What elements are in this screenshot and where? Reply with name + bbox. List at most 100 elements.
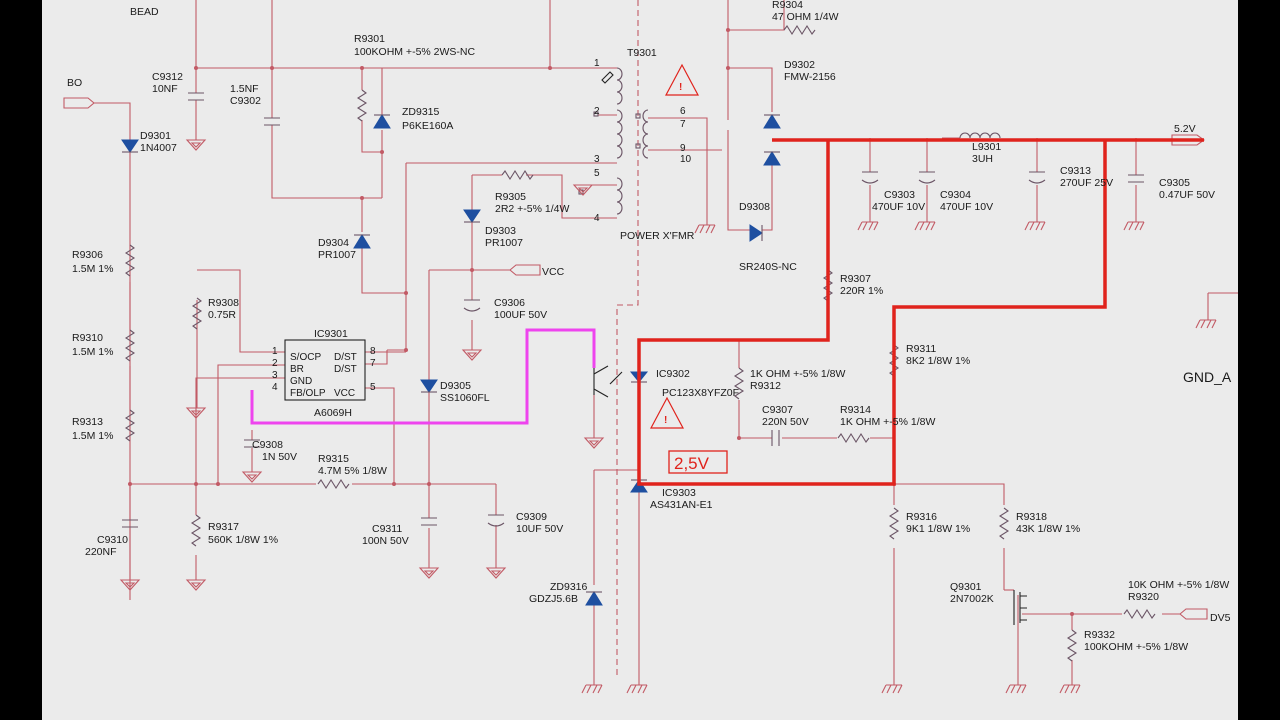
svg-text:9: 9 <box>680 143 686 154</box>
c9309-value: 10UF 50V <box>516 523 563 535</box>
r9318-value: 43K 1/8W 1% <box>1016 523 1080 535</box>
r9332-symbol <box>1067 629 1077 662</box>
r9301-symbol <box>357 89 367 122</box>
ic9301-ref: IC9301 <box>314 328 348 340</box>
d9301-ref: D9301 <box>140 130 171 142</box>
svg-text:4: 4 <box>594 213 600 224</box>
ic-pin-labels: S/OCP BR GND FB/OLP D/ST D/ST VCC 1 2 3 … <box>272 346 376 399</box>
c9313-value: 270UF 25V <box>1060 177 1113 189</box>
d9308-ref: D9308 <box>739 201 770 213</box>
xfmr-pin-labels: 1 2 3 5 4 6 7 9 10 <box>594 58 692 224</box>
d9302-ref: D9302 <box>784 59 815 71</box>
l9301-symbol <box>959 132 1001 139</box>
c9312-value: 10NF <box>152 83 178 95</box>
r9316-symbol <box>889 507 899 540</box>
svg-text:VCC: VCC <box>334 388 355 399</box>
r9301-ref: R9301 <box>354 33 385 45</box>
r9315-ref: R9315 <box>318 453 349 465</box>
c9312-ref: C9312 <box>152 71 183 83</box>
dv5-label: DV5 <box>1210 612 1231 624</box>
d9303-value: PR1007 <box>485 237 523 249</box>
svg-text:5: 5 <box>594 168 600 179</box>
r9312-ref: R9312 <box>750 380 781 392</box>
diodes <box>121 114 781 606</box>
zd9315-value: P6KE160A <box>402 120 453 132</box>
zd9316-ref: ZD9316 <box>550 581 588 593</box>
vcc-label: VCC <box>542 266 565 278</box>
q9301-ref: Q9301 <box>950 581 982 593</box>
ic9301-body <box>284 339 366 401</box>
r9315-value: 4.7M 5% 1/8W <box>318 465 387 477</box>
r9314-ref: R9314 <box>840 404 871 416</box>
svg-text:4: 4 <box>272 382 278 393</box>
c9303-ref: C9303 <box>884 189 915 201</box>
c9310-ref: C9310 <box>97 534 128 546</box>
fb-path-highlight <box>250 328 596 425</box>
t9301-ref: T9301 <box>627 47 657 59</box>
svg-text:1: 1 <box>594 58 600 69</box>
r9312-value: 1K OHM +-5% 1/8W <box>750 368 845 380</box>
svg-text:1: 1 <box>272 346 278 357</box>
r9314-symbol <box>837 433 870 443</box>
voltage-box <box>668 450 728 474</box>
gnd-a-label: GND_A <box>1183 369 1232 385</box>
net-labels: BEAD BO VCC 5.2V GND_A DV5 POWER X'FMR 2… <box>67 6 1232 624</box>
c9313-ref: C9313 <box>1060 165 1091 177</box>
svg-text:8: 8 <box>370 346 376 357</box>
c9309-ref: C9309 <box>516 511 547 523</box>
r9301-value: 100KOHM +-5% 2WS-NC <box>354 46 475 58</box>
ic9302-ref: IC9302 <box>656 368 690 380</box>
c9304-value: 470UF 10V <box>940 201 993 213</box>
d9301-value: 1N4007 <box>140 142 177 154</box>
c9304-ref: C9304 <box>940 189 971 201</box>
r9304-ref: R9304 <box>772 0 803 11</box>
svg-text:6: 6 <box>680 106 686 117</box>
c9308-value: 1N 50V <box>262 451 297 463</box>
r9307-value: 220R 1% <box>840 285 883 297</box>
bo-flag <box>63 97 95 109</box>
dv5-flag <box>1179 608 1208 620</box>
r9315-symbol <box>317 479 350 489</box>
svg-text:BR: BR <box>290 364 304 375</box>
r9306-value: 1.5M 1% <box>72 263 113 275</box>
c9303-value: 470UF 10V <box>872 201 925 213</box>
svg-text:7: 7 <box>370 358 376 369</box>
d9308-value: SR240S-NC <box>739 261 797 273</box>
power-xfmr-label: POWER X'FMR <box>620 230 695 242</box>
svg-text:D/ST: D/ST <box>334 352 357 363</box>
r9320-symbol <box>1123 609 1156 619</box>
c9308-ref: C9308 <box>252 439 283 451</box>
r9304-symbol <box>783 25 816 35</box>
svg-text:5: 5 <box>370 382 376 393</box>
ic9301-value: A6069H <box>314 407 352 419</box>
junctions <box>128 28 1074 616</box>
voltage-label: 2,5V <box>674 454 710 473</box>
optocoupler-ic9302 <box>593 365 623 398</box>
c9305-value: 0.47UF 50V <box>1159 189 1215 201</box>
r9308-value: 0.75R <box>208 309 236 321</box>
r9308-ref: R9308 <box>208 297 239 309</box>
vcc-flag <box>509 264 541 276</box>
r9310-ref: R9310 <box>72 332 103 344</box>
ic9303-ref: IC9303 <box>662 487 696 499</box>
svg-text:S/OCP: S/OCP <box>290 352 321 363</box>
zd9316-value: GDZJ5.6B <box>529 593 578 605</box>
d9304-ref: D9304 <box>318 237 349 249</box>
r9311-value: 8K2 1/8W 1% <box>906 355 970 367</box>
c9307-value: 220N 50V <box>762 416 809 428</box>
r9311-ref: R9311 <box>906 343 936 355</box>
c9311-value: 100N 50V <box>362 535 409 547</box>
svg-text:GND: GND <box>290 376 312 387</box>
ic9303-value: AS431AN-E1 <box>650 499 713 511</box>
svg-text:7: 7 <box>680 119 686 130</box>
component-labels: R9301 100KOHM +-5% 2WS-NC R9304 47 OHM 1… <box>72 0 1229 653</box>
c9311-ref: C9311 <box>372 523 402 535</box>
r9313-value: 1.5M 1% <box>72 430 113 442</box>
d9304-value: PR1007 <box>318 249 356 261</box>
r9320-ref: R9320 <box>1128 591 1159 603</box>
r9317-ref: R9317 <box>208 521 239 533</box>
out52-flag <box>1171 134 1205 146</box>
svg-text:3: 3 <box>594 154 600 165</box>
r9313-ref: R9313 <box>72 416 103 428</box>
feedback-path-highlight <box>637 140 1107 486</box>
